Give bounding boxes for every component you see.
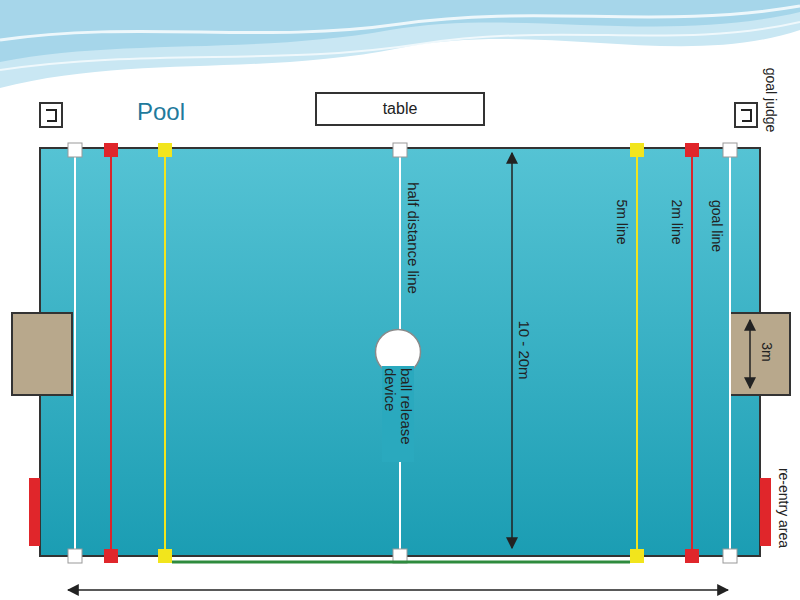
- length-dimension-arrow: [68, 589, 728, 591]
- goal-width-arrow: [749, 320, 751, 388]
- width-dimension-arrow: [511, 153, 513, 548]
- line-label: 5m line: [614, 199, 630, 244]
- goal-judge-box: [735, 103, 757, 127]
- line-marker: [158, 143, 172, 157]
- line-marker: [158, 549, 172, 563]
- line-marker: [104, 549, 118, 563]
- line-marker: [723, 143, 737, 157]
- re-entry-area: [760, 478, 771, 546]
- device-label: ball release device: [382, 366, 414, 462]
- page-title: Pool: [137, 98, 185, 126]
- line-marker: [685, 143, 699, 157]
- line-label: 2m line: [669, 199, 685, 244]
- goal-judge-symbol: [46, 110, 56, 121]
- goal-line: [74, 150, 76, 556]
- goal-box: 3m: [730, 313, 790, 395]
- pool-water: [40, 148, 760, 556]
- line-marker: [68, 549, 82, 563]
- goal: [730, 313, 790, 395]
- goal-line: [729, 150, 731, 556]
- line-label: half distance line: [405, 182, 421, 294]
- five-metre-line: [164, 150, 166, 556]
- line-marker: [630, 549, 644, 563]
- line-label: goal line: [709, 200, 725, 252]
- dimension-label: 10 - 20m: [516, 320, 532, 379]
- two-metre-line: [691, 150, 693, 556]
- two-metre-line: [110, 150, 112, 556]
- side-line: [172, 561, 630, 564]
- table-label: table: [383, 101, 418, 117]
- ball-release-device: ball release device: [374, 328, 422, 376]
- goal: [12, 313, 72, 395]
- line-marker: [68, 143, 82, 157]
- goal-judge-symbol: [741, 110, 751, 121]
- line-marker: [723, 549, 737, 563]
- wave-band: [0, 0, 800, 88]
- wave-line: [0, 22, 800, 70]
- goal-judge-label: goal judge: [763, 68, 779, 133]
- line-marker: [104, 143, 118, 157]
- wave-band: [0, 0, 800, 62]
- table-box: table: [315, 92, 485, 126]
- line-marker: [630, 143, 644, 157]
- goal-judge-box: [40, 103, 62, 127]
- line-marker: [393, 143, 407, 157]
- dimension-label: 3m: [759, 342, 775, 361]
- line-marker: [685, 549, 699, 563]
- five-metre-line: [636, 150, 638, 556]
- re-entry-label: re-entry area: [776, 468, 792, 548]
- re-entry-area: [29, 478, 40, 546]
